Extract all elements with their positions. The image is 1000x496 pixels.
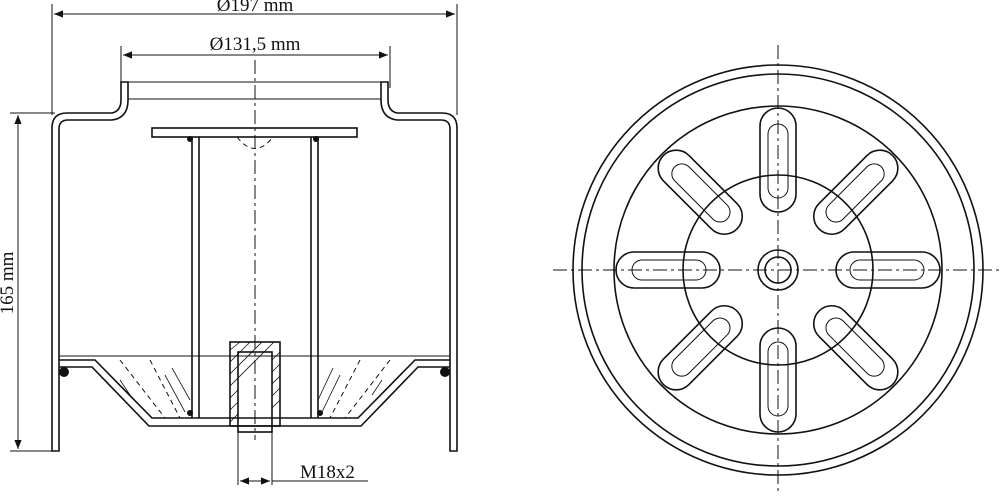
dimension-inner-diameter: Ø131,5 mm <box>120 34 391 88</box>
height-label: 165 mm <box>0 251 18 314</box>
dimension-height: 165 mm <box>0 112 55 452</box>
thread-label: M18x2 <box>300 462 355 483</box>
piston-tube <box>191 137 319 418</box>
outer-diameter-label: Ø197 mm <box>217 0 294 16</box>
top-view <box>553 45 1000 495</box>
dimension-thread: M18x2 <box>237 430 368 485</box>
cone-ribs <box>119 359 391 419</box>
top-bead-outline <box>51 81 129 452</box>
inner-diameter-label: Ø131,5 mm <box>210 34 301 55</box>
side-section-view: Ø197 mm Ø131,5 mm 165 mm <box>0 0 458 485</box>
dimension-outer-diameter: Ø197 mm <box>51 0 458 115</box>
rib-slots <box>615 107 941 433</box>
